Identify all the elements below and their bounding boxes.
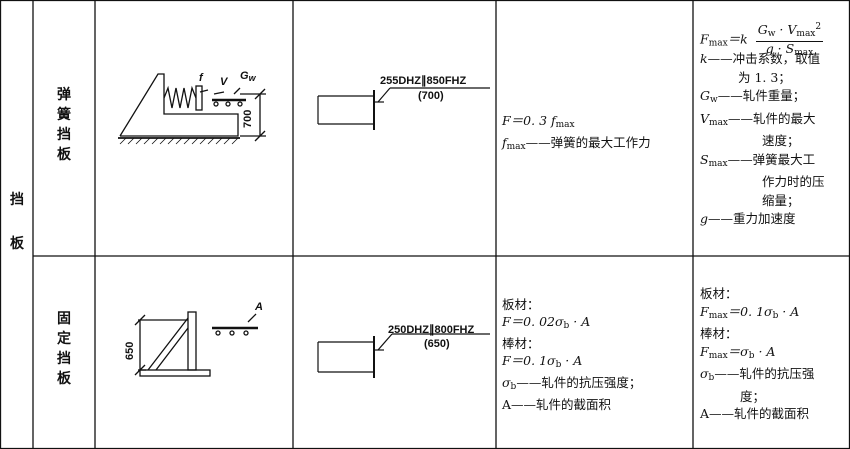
fmax-line: Gw——轧件重量； [700,88,806,105]
type-char: 板 [57,147,71,163]
label-f: f [199,72,203,84]
fmax-line: A——轧件的截面积 [700,406,810,421]
row2-spec-line1: 250DHZ∥800FHZ [388,324,475,336]
type-char: 簧 [57,107,71,123]
fmax-line: Vmax——轧件的最大 [700,110,816,128]
row2-spec-sketch [317,333,490,378]
formula-line: F＝0. 02σb · A [502,314,591,331]
type-char: 挡 [57,127,71,143]
fmax-line: 作力时的压 [762,174,825,189]
row2-type-label: 固 定 挡 板 [54,312,74,392]
row1-spec-line2: (700) [418,90,444,102]
fraction: Gw · Vmax2 g · Smax [755,22,824,59]
row1-formula: F＝0. 3 fmax fmax——弹簧的最大工作力 [502,112,651,156]
category-char: 板 [10,236,24,252]
fmax-line: 度； [740,388,766,404]
row2-fmax: 板材： Fmax＝0. 1σb · A 棒材： Fmax＝σb · A σb——… [700,285,814,423]
fmax-line: σb——轧件的抗压强 [700,366,815,383]
type-char: 板 [57,371,71,387]
label-a: A [255,301,263,313]
formula-line: σb——轧件的抗压强度； [502,375,642,392]
formula-line: F＝0. 3 fmax [502,113,575,130]
fmax-line: 缩量； [762,192,800,208]
row2-spec-line2: (650) [424,338,450,350]
fmax-line: 板材： [700,286,738,301]
row2-formula: 板材： F＝0. 02σb · A 棒材： F＝0. 1σb · A σb——轧… [502,296,641,413]
formula-line: fmax——弹簧的最大工作力 [502,135,651,152]
spring-baffle-sketch [118,73,266,145]
row1-spec-sketch [317,87,490,130]
fmax-line: 棒材： [700,326,738,341]
label-gw: Gw [240,70,256,83]
dimension-700: 700 [242,109,254,128]
fmax-line: k——冲击系数，取值 [700,51,821,66]
row1-type-label: 弹 簧 挡 板 [54,88,74,168]
formula-line: F＝0. 1σb · A [502,353,583,370]
category-char: 挡 [10,192,24,208]
row1-spec-line1: 255DHZ∥850FHZ [380,75,467,87]
row1-fmax: Fmax＝k Gw · Vmax2 g · Smax k——冲击系数，取值 为 … [700,20,825,229]
dimension-650: 650 [124,341,136,360]
fmax-line: g——重力加速度 [700,211,796,226]
type-char: 弹 [57,87,71,103]
formula-line: 板材： [502,297,540,312]
type-char: 挡 [57,351,71,367]
fmax-line: Fmax＝σb · A [700,343,776,361]
type-char: 固 [57,311,71,327]
formula-line: 棒材： [502,336,540,351]
fmax-line: Fmax＝0. 1σb · A [700,303,800,321]
fmax-line: 速度； [762,133,800,148]
fmax-equation: Fmax＝k Gw · Vmax2 g · Smax [700,22,824,59]
type-char: 定 [57,331,71,347]
fmax-line: Smax——弹簧最大工 [700,151,816,169]
label-v: V [220,76,228,88]
fmax-line: 为 1. 3； [738,69,791,85]
formula-line: A——轧件的截面积 [502,397,612,412]
category-label: 挡 板 [8,193,26,257]
fixed-baffle-sketch [134,311,258,377]
